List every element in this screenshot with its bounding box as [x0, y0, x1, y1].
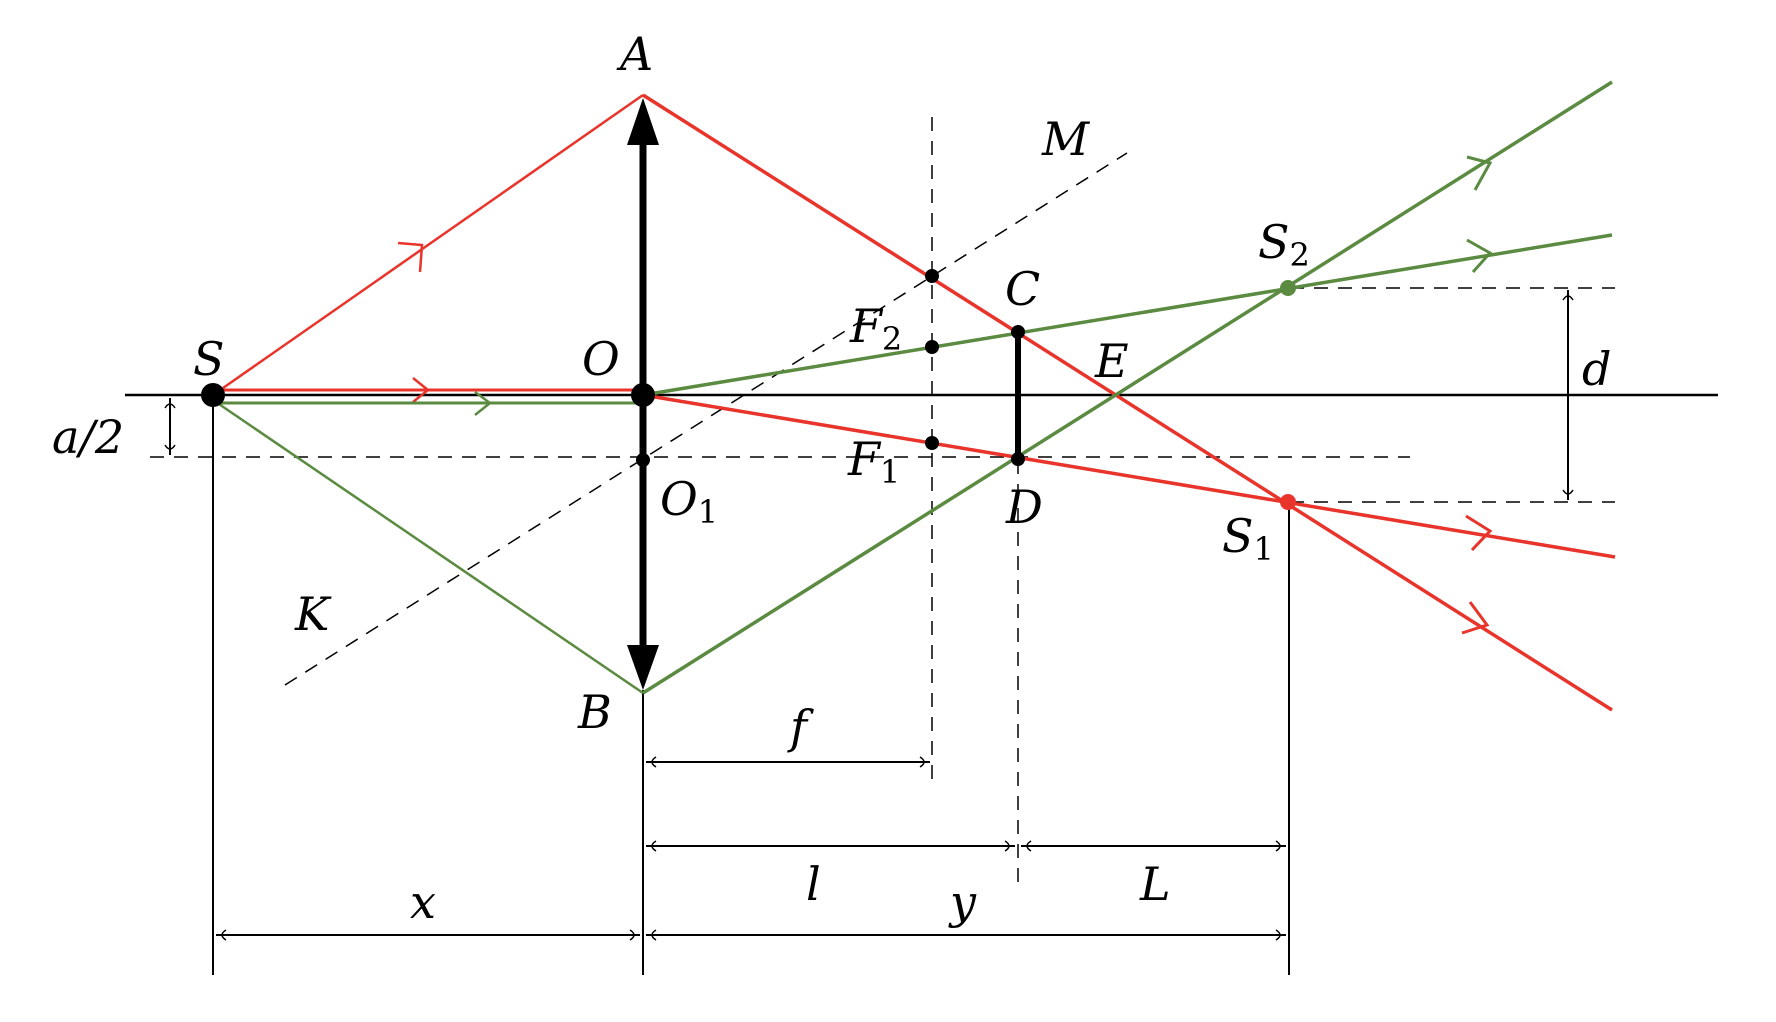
ray-a-to-s1 — [642, 93, 1613, 712]
point-d — [1011, 452, 1025, 466]
arrow-green-3 — [1466, 238, 1493, 274]
point-f2 — [925, 340, 939, 354]
arrow-green-1 — [474, 390, 493, 416]
arrow-red-2 — [412, 377, 431, 403]
label-A: A — [616, 27, 653, 81]
label-d: d — [1582, 342, 1611, 396]
arrow-green-2 — [1466, 155, 1493, 191]
point-o — [631, 383, 655, 407]
label-F1: F1 — [847, 432, 900, 491]
ray-o-to-s1 — [642, 393, 1616, 559]
label-K: K — [294, 587, 332, 641]
lens-bottom-arrow — [627, 645, 659, 690]
label-l: l — [806, 857, 821, 911]
label-O: O — [582, 332, 620, 386]
point-o1 — [636, 453, 650, 467]
label-D: D — [1005, 480, 1043, 534]
arrow-red-3 — [1465, 514, 1493, 552]
label-O1: O1 — [660, 472, 718, 531]
ray-s-to-a — [212, 93, 644, 397]
label-a2: a/2 — [52, 410, 124, 464]
label-F2: F2 — [849, 299, 902, 358]
label-L: L — [1139, 857, 1171, 911]
arrow-red-1 — [397, 241, 424, 273]
label-E: E — [1094, 334, 1129, 388]
point-c — [1011, 325, 1025, 339]
point-km-cross — [925, 269, 939, 283]
label-S1: S1 — [1222, 509, 1274, 568]
point-s1 — [1280, 494, 1296, 510]
point-s2 — [1280, 280, 1296, 296]
green-rays — [212, 80, 1613, 695]
point-s — [201, 383, 225, 407]
red-rays — [212, 93, 1616, 712]
ray-o-to-s2 — [642, 233, 1613, 397]
label-f: f — [787, 700, 814, 754]
label-y: y — [948, 875, 977, 929]
lens-top-arrow — [627, 98, 659, 145]
label-x: x — [410, 875, 436, 929]
km-dashed-line — [284, 152, 1128, 686]
arrow-red-4 — [1461, 601, 1490, 635]
ray-b-to-s2 — [642, 80, 1613, 695]
label-S: S — [193, 332, 225, 386]
point-f1 — [925, 436, 939, 450]
label-S2: S2 — [1258, 215, 1310, 274]
label-B: B — [577, 685, 612, 739]
label-M: M — [1041, 112, 1091, 166]
ray-s-to-b — [212, 398, 644, 695]
label-C: C — [1005, 262, 1040, 316]
